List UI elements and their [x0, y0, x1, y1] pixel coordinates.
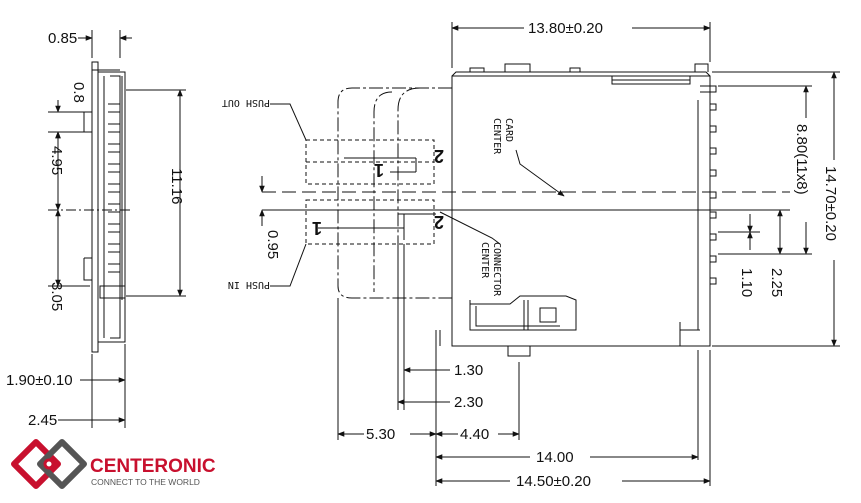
dim-4-95: 4.95: [48, 146, 65, 175]
side-view-contacts: [108, 103, 121, 273]
card-position-boxes: [305, 139, 435, 245]
card-outline: [337, 87, 452, 299]
side-view-body: [83, 61, 126, 353]
brand-logo: CENTERONIC CONNECT TO THE WORLD: [11, 439, 216, 489]
side-view: [48, 30, 186, 428]
dim-14-50: 14.50±0.20: [516, 473, 591, 490]
centeronic-logo-icon: [11, 439, 87, 489]
front-view: [259, 22, 840, 486]
dim-1-10: 1.10: [738, 268, 755, 297]
dim-2-45: 2.45: [28, 412, 57, 429]
dim-11-16: 11.16: [168, 168, 185, 204]
dim-0-85: 0.85: [48, 30, 77, 47]
dim-14-00: 14.00: [536, 449, 574, 466]
marker-1-top: 1: [374, 160, 384, 180]
dim-13-80: 13.80±0.20: [528, 20, 603, 37]
brand-name: CENTERONIC: [90, 456, 216, 477]
dim-14-70: 14.70±0.20: [822, 166, 839, 241]
marker-2-bottom: 2: [434, 212, 444, 232]
dim-2-30: 2.30: [454, 394, 483, 411]
dim-0-8: 0.8: [70, 82, 87, 103]
label-card-center-line2: CENTER: [491, 118, 502, 155]
label-push-out: PUSH OUT: [222, 97, 270, 108]
brand-tagline: CONNECT TO THE WORLD: [91, 477, 200, 487]
dim-2-25: 2.25: [768, 268, 785, 297]
label-connector-center-line1: CONNECTOR: [491, 242, 502, 297]
dim-1-90: 1.90±0.10: [6, 372, 73, 389]
connector-housing: [439, 63, 717, 357]
label-card-center-line1: CARD: [503, 118, 514, 142]
marker-2-top: 2: [434, 146, 444, 166]
dim-5-30: 5.30: [366, 426, 395, 443]
dim-8-80-pitch: 8.80(11x8): [793, 124, 810, 195]
label-connector-center-line2: CENTER: [479, 242, 490, 279]
dim-4-40: 4.40: [460, 426, 489, 443]
dim-3-05: 3.05: [48, 282, 65, 311]
connector-contacts: [710, 103, 717, 285]
dim-1-30: 1.30: [454, 362, 483, 379]
label-push-in: PUSH IN: [228, 279, 270, 290]
dim-0-95: 0.95: [264, 230, 281, 259]
marker-1-bottom: 1: [312, 218, 322, 238]
